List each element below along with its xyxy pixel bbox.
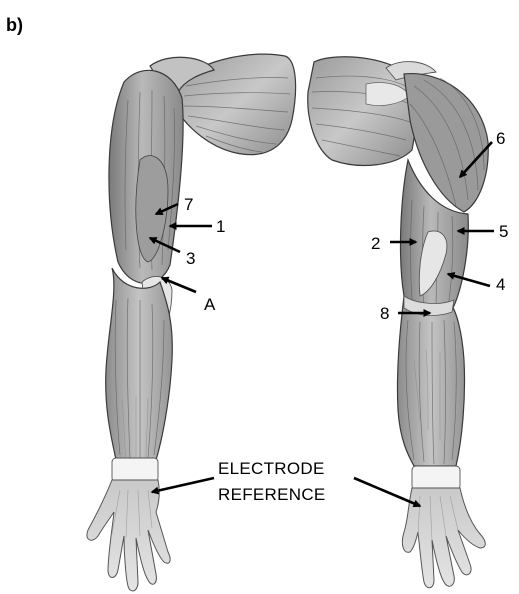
label-2: 2 xyxy=(371,234,380,253)
left-wrist-electrode-band xyxy=(112,458,158,482)
electrode-reference-arrow-right xyxy=(354,478,420,506)
label-8: 8 xyxy=(380,304,389,323)
callout-1: 1 xyxy=(170,217,225,236)
right-arm-illustration xyxy=(308,57,488,588)
electrode-reference-arrow-left xyxy=(152,478,214,492)
label-3: 3 xyxy=(186,249,195,268)
left-hand xyxy=(87,480,170,591)
left-arm-illustration xyxy=(87,54,296,591)
label-5: 5 xyxy=(499,222,508,241)
left-forearm xyxy=(106,268,173,460)
electrode-reference-callout: ELECTRODE REFERENCE xyxy=(152,459,420,506)
right-wrist-electrode-band xyxy=(412,466,460,490)
label-4: 4 xyxy=(496,275,505,294)
label-A: A xyxy=(204,295,216,314)
label-1: 1 xyxy=(216,217,225,236)
label-7: 7 xyxy=(184,195,193,214)
electrode-reference-line2: REFERENCE xyxy=(218,485,326,504)
electrode-reference-line1: ELECTRODE xyxy=(218,459,325,478)
panel-label: b) xyxy=(6,15,23,35)
label-6: 6 xyxy=(496,129,505,148)
